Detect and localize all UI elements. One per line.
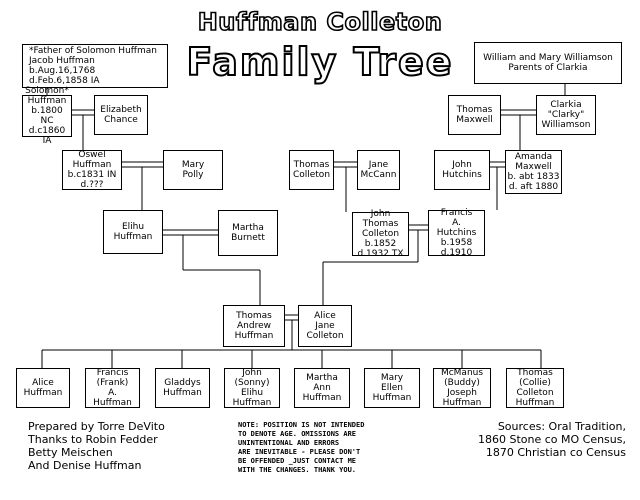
child-box: John (Sonny) Elihu Huffman [224, 368, 280, 408]
john-thomas-colleton-box: John Thomas Colleton b.1852 d.1932 TX [352, 209, 409, 259]
oswel-box: Oswel Huffman b.c1831 IN d.??? [62, 150, 122, 190]
child-box: McManus (Buddy) Joseph Huffman [433, 368, 491, 408]
francis-hutchins-box: Francis A. Hutchins b.1958 d.1910 [428, 208, 485, 258]
sources-text: Sources: Oral Tradition, 1860 Stone co M… [477, 420, 626, 459]
title-line-1: Huffman Colleton [197, 7, 443, 37]
thomas-colleton-box: Thomas Colleton [289, 150, 334, 190]
john-hutchins-box: John Hutchins [434, 150, 490, 190]
child-box: Gladdys Huffman [155, 368, 210, 408]
disclaimer-note: NOTE: POSITION IS NOT INTENDED TO DENOTE… [238, 421, 365, 474]
clarkia-box: Clarkia "Clarky" Williamson [536, 95, 596, 135]
amanda-maxwell-box: Amanda Maxwell b. abt 1833 d. aft 1880 [505, 150, 562, 194]
thomas-maxwell-box: Thomas Maxwell [448, 95, 501, 135]
elihu-box: Elihu Huffman [103, 210, 163, 254]
father-of-solomon-box: *Father of Solomon Huffman Jacob Huffman… [22, 44, 168, 88]
mary-polly-box: Mary Polly [163, 150, 223, 190]
child-box: Thomas (Collie) Colleton Huffman [506, 368, 564, 408]
title-line-2: Family Tree [185, 39, 454, 85]
credits-text: Prepared by Torre DeVito Thanks to Robin… [28, 420, 165, 472]
alice-jane-box: Alice Jane Colleton [298, 305, 352, 347]
martha-burnett-box: Martha Burnett [218, 210, 278, 256]
child-box: Mary Ellen Huffman [364, 368, 420, 408]
child-box: Martha Ann Huffman [294, 368, 350, 408]
thomas-andrew-box: Thomas Andrew Huffman [223, 305, 285, 347]
child-box: Francis (Frank) A. Huffman [85, 368, 140, 408]
williamson-parents-box: William and Mary Williamson Parents of C… [474, 42, 622, 84]
jane-mccann-box: Jane McCann [357, 150, 400, 190]
child-box: Alice Huffman [16, 368, 70, 408]
elizabeth-box: Elizabeth Chance [94, 95, 148, 135]
solomon-box: Solomon* Huffman b.1800 NC d.c1860 IA [22, 86, 72, 146]
